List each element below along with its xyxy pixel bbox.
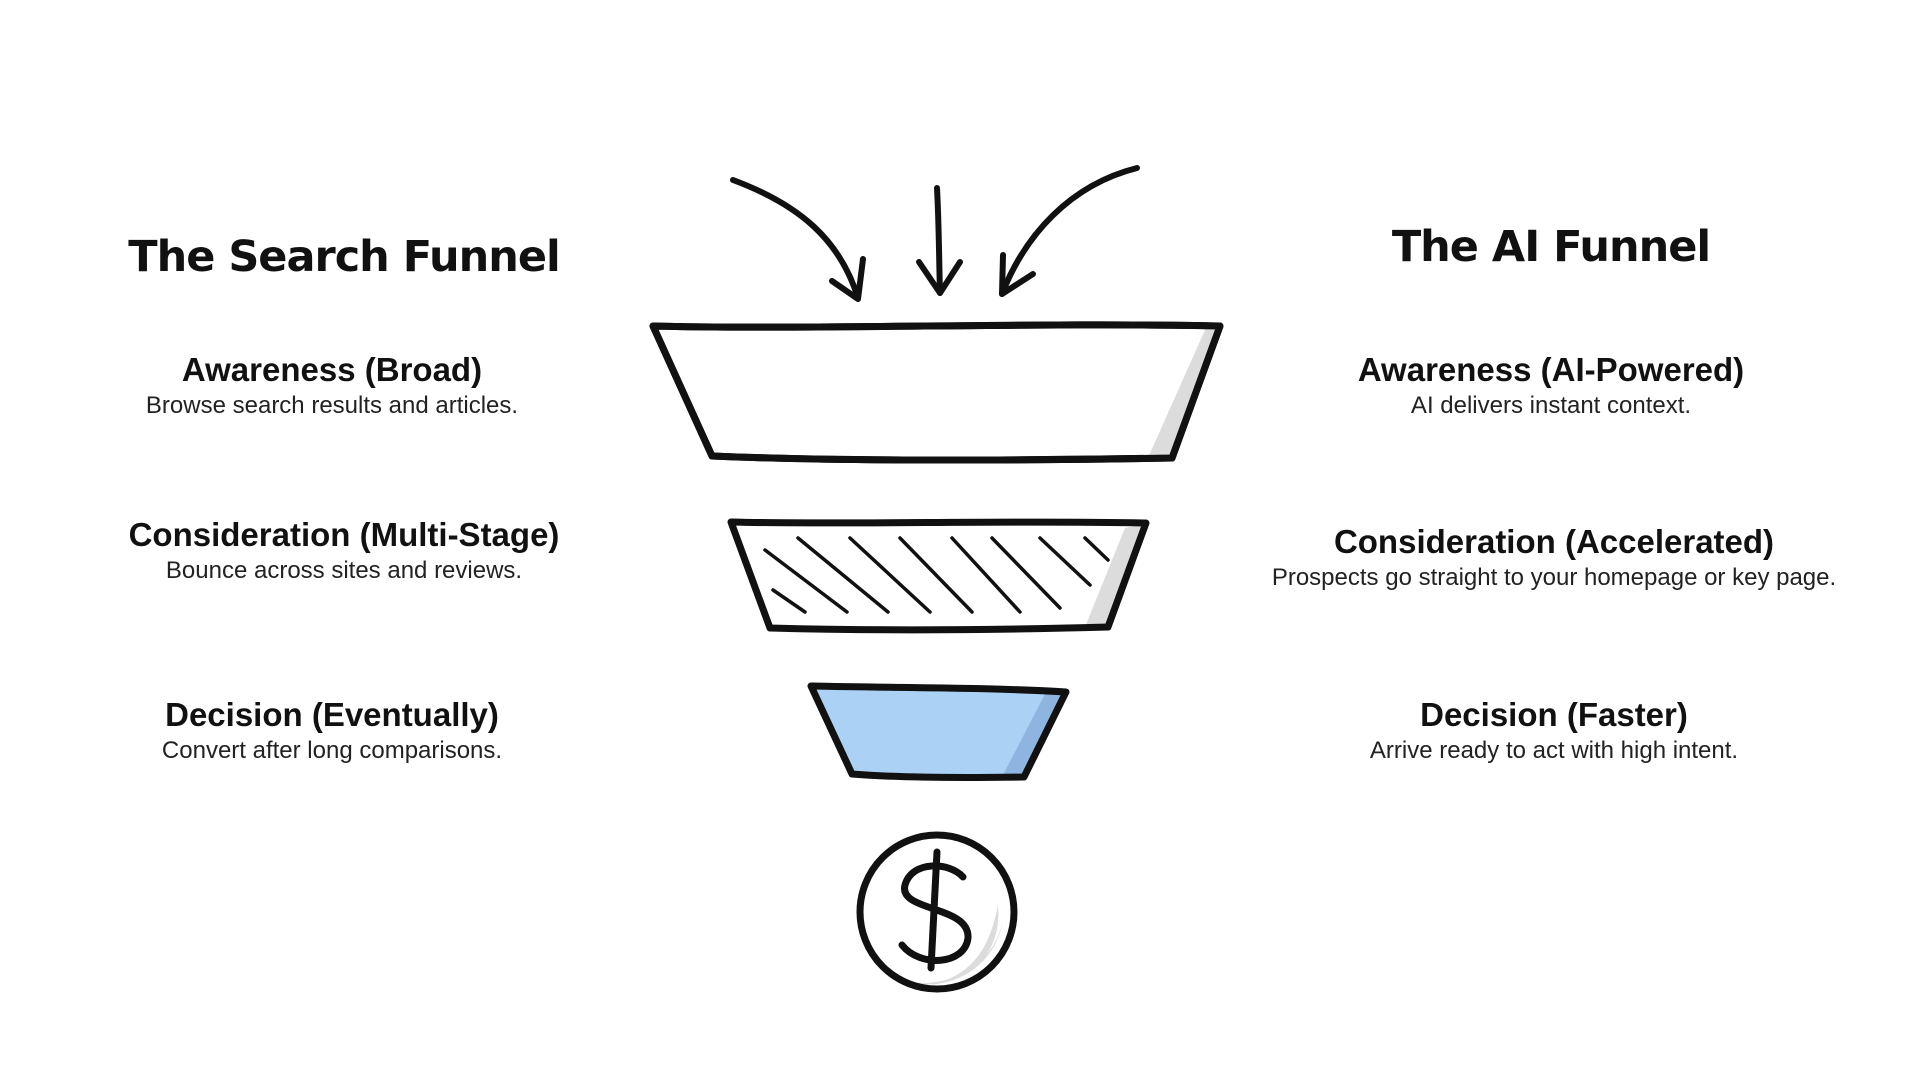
stage-name: Decision (Faster) [1420, 696, 1688, 733]
arrow-down-icon [916, 185, 963, 296]
funnel-tier-decision [807, 682, 1070, 782]
ai-funnel-title: The AI Funnel [1391, 222, 1711, 272]
hatch-lines [763, 536, 1110, 614]
search-funnel-title: The Search Funnel [128, 232, 560, 282]
search-stage-decision: Decision (Eventually) Convert after long… [162, 695, 502, 767]
search-stage-awareness: Awareness (Broad) Browse search results … [146, 350, 518, 422]
stage-name: Awareness (Broad) [181, 351, 483, 388]
stage-description: AI delivers instant context. [1410, 392, 1692, 419]
stage-name: Awareness (AI-Powered) [1357, 351, 1745, 388]
stage-name: Consideration (Multi-Stage) [128, 516, 560, 553]
arrow-right-curved-icon [999, 165, 1140, 297]
dollar-coin-icon [856, 831, 1018, 993]
funnel-tier-awareness [649, 321, 1224, 464]
stage-description: Arrive ready to act with high intent. [1369, 737, 1739, 764]
arrow-left-curved-icon [730, 177, 866, 302]
ai-stage-awareness: Awareness (AI-Powered) AI delivers insta… [1358, 350, 1744, 422]
stage-name: Decision (Eventually) [165, 696, 499, 733]
stage-description: Browse search results and articles. [145, 392, 519, 419]
stage-description: Bounce across sites and reviews. [165, 557, 523, 584]
stage-name: Consideration (Accelerated) [1333, 523, 1775, 560]
stage-description: Convert after long comparisons. [161, 737, 503, 764]
funnel-tier-consideration [727, 518, 1150, 634]
ai-stage-consideration: Consideration (Accelerated) Prospects go… [1272, 522, 1836, 594]
search-stage-consideration: Consideration (Multi-Stage) Bounce acros… [129, 515, 560, 587]
ai-stage-decision: Decision (Faster) Arrive ready to act wi… [1370, 695, 1738, 767]
stage-description: Prospects go straight to your homepage o… [1271, 564, 1837, 591]
